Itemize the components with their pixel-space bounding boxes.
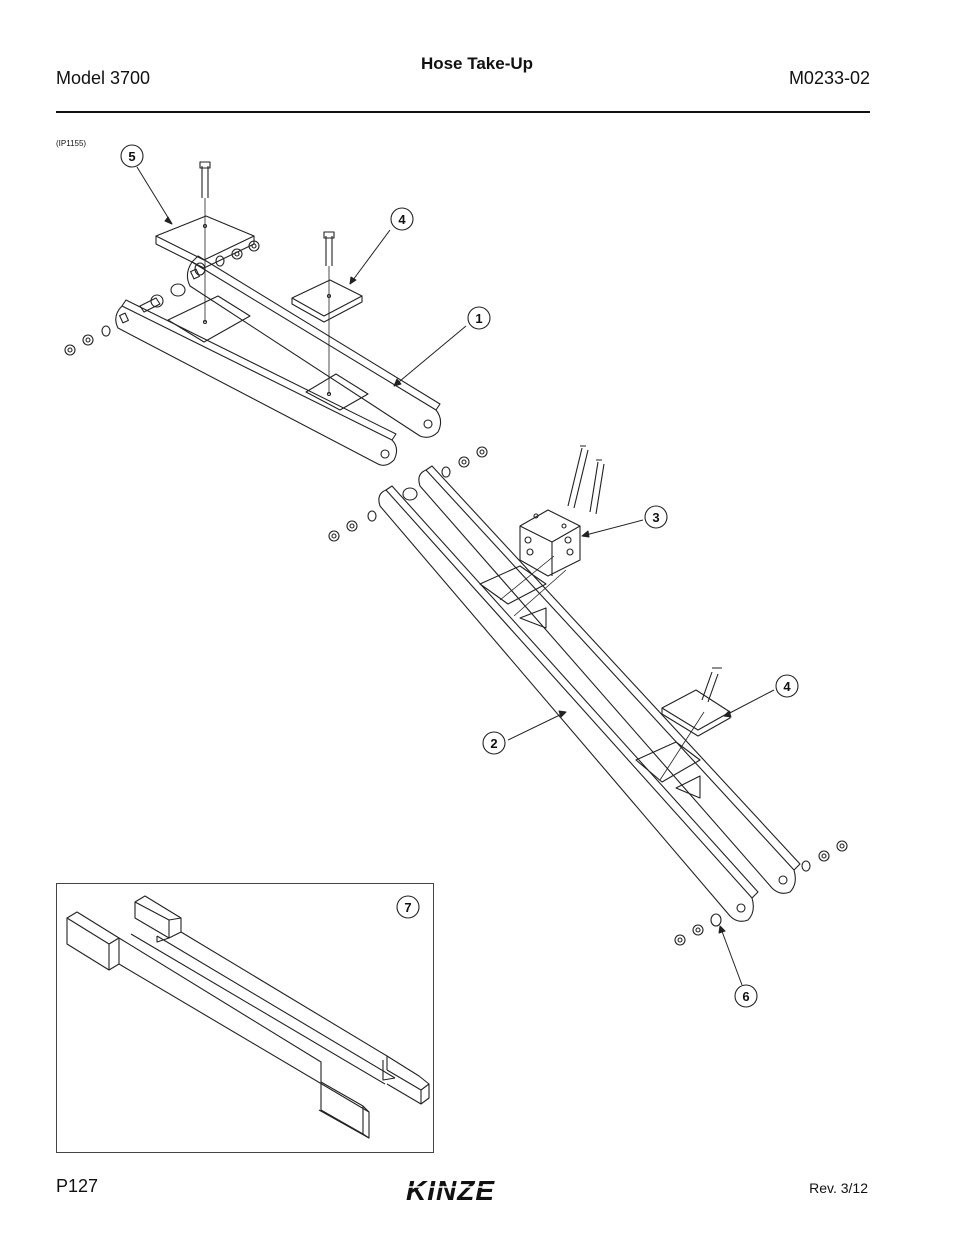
callout-1: 1 — [467, 306, 491, 330]
svg-text:7: 7 — [404, 900, 411, 915]
svg-text:6: 6 — [742, 989, 749, 1004]
callout-3: 3 — [644, 505, 668, 529]
page-title: Hose Take-Up — [420, 54, 534, 73]
callout-2: 2 — [482, 731, 506, 755]
kinze-logo: KINZE — [402, 1175, 520, 1206]
upper-arm-assembly — [64, 161, 442, 466]
leader-lines — [136, 166, 775, 986]
document-number: M0233-02 — [788, 68, 870, 88]
inset-arm-drawing: 7 — [66, 895, 430, 1139]
callout-5: 5 — [120, 144, 144, 168]
svg-text:3: 3 — [652, 510, 659, 525]
svg-text:5: 5 — [128, 149, 135, 164]
callout-4-lower: 4 — [775, 674, 799, 698]
page-number: P127 — [56, 1176, 99, 1196]
header-rule — [56, 111, 870, 113]
svg-text:4: 4 — [398, 212, 406, 227]
svg-text:2: 2 — [490, 736, 497, 751]
lower-arm-assembly — [328, 445, 848, 946]
figure-reference: (IP1155) — [56, 139, 87, 148]
callout-4-upper: 4 — [390, 207, 414, 231]
revision-label: Rev. 3/12 — [809, 1180, 868, 1196]
inset-detail: 7 — [56, 883, 434, 1153]
svg-text:1: 1 — [475, 311, 482, 326]
callout-6: 6 — [734, 984, 758, 1008]
svg-text:4: 4 — [783, 679, 791, 694]
model-label: Model 3700 — [56, 68, 151, 88]
callout-7: 7 — [396, 895, 420, 919]
callout-balloons: 5 4 1 3 4 2 6 — [120, 144, 799, 1008]
